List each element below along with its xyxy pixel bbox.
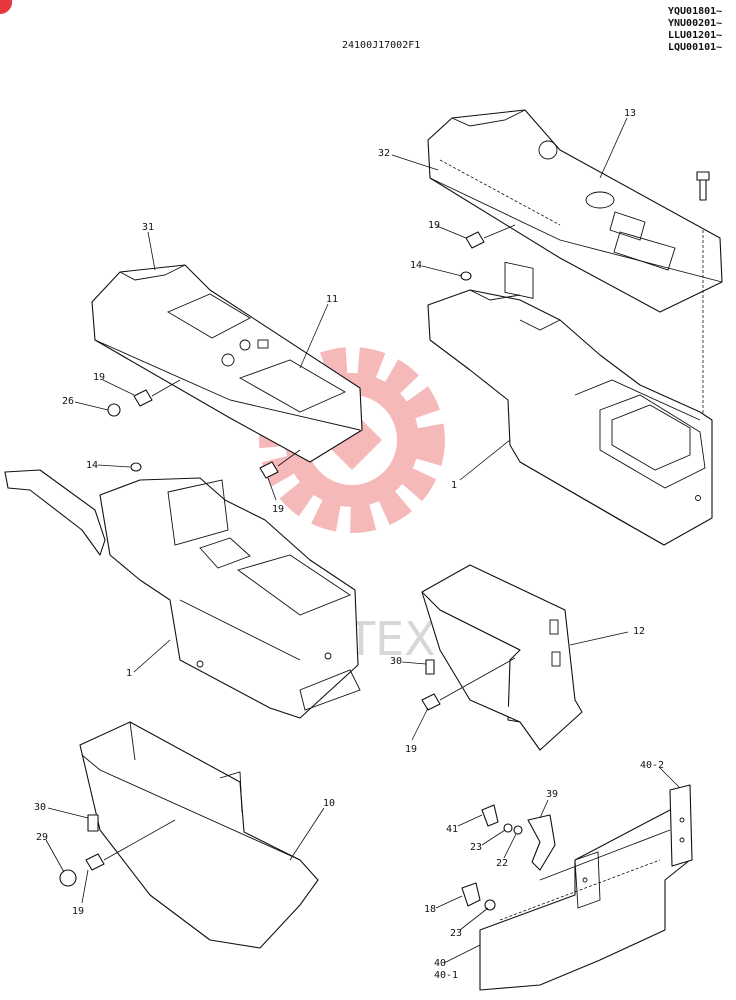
serial-range-1: YQU01801~ [668, 6, 722, 17]
bracket-40 [479, 784, 693, 991]
serial-range-3: LLU01201~ [668, 30, 722, 41]
callout-18: 18 [424, 904, 436, 915]
callout-30: 30 [34, 802, 46, 813]
console-body-upper [427, 289, 713, 546]
callout-19: 19 [72, 906, 84, 917]
callout-23: 23 [450, 928, 462, 939]
callout-1: 1 [451, 480, 457, 491]
callout-12: 12 [633, 626, 645, 637]
callout-13: 13 [624, 108, 636, 119]
callout-40-2: 40-2 [640, 760, 664, 771]
callout-40: 40 [434, 958, 446, 969]
side-panel-12 [421, 564, 583, 751]
callout-23: 23 [470, 842, 482, 853]
drawing-number: 24100J17002F1 [342, 40, 420, 51]
callout-30: 30 [390, 656, 402, 667]
callout-31: 31 [142, 222, 154, 233]
clip-39 [527, 814, 556, 871]
callout-10: 10 [323, 798, 335, 809]
callout-14: 14 [410, 260, 422, 271]
side-panel-10 [79, 721, 319, 949]
callout-11: 11 [326, 294, 338, 305]
leader-lines [45, 117, 681, 964]
callout-32: 32 [378, 148, 390, 159]
callout-1: 1 [126, 668, 132, 679]
console-cover-11 [91, 264, 363, 463]
callout-22: 22 [496, 858, 508, 869]
console-cover-13 [427, 109, 723, 313]
corner-badge-icon [0, 0, 13, 15]
callout-29: 29 [36, 832, 48, 843]
callout-41: 41 [446, 824, 458, 835]
fasteners [59, 224, 523, 911]
bolt-icon [696, 171, 710, 420]
callout-19: 19 [272, 504, 284, 515]
serial-range-4: LQU00101~ [668, 42, 722, 53]
callout-19: 19 [428, 220, 440, 231]
callout-39: 39 [546, 789, 558, 800]
console-body-lower [4, 469, 361, 719]
callout-19: 19 [93, 372, 105, 383]
callout-26: 26 [62, 396, 74, 407]
serial-range-2: YNU00201~ [668, 18, 722, 29]
callout-40-1: 40-1 [434, 970, 458, 981]
callout-19: 19 [405, 744, 417, 755]
callout-14: 14 [86, 460, 98, 471]
